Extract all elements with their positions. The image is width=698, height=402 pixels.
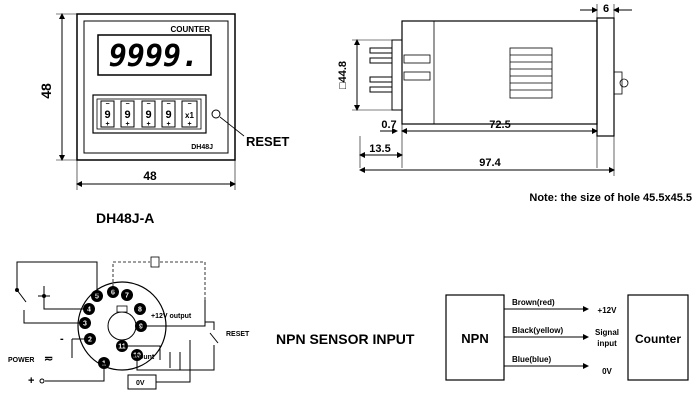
svg-text:−: − <box>187 101 191 108</box>
dim-135: 13.5 <box>369 143 390 155</box>
sig2-line1: Signal <box>595 328 619 337</box>
wire3-label: Blue(blue) <box>512 355 551 364</box>
svg-text:9: 9 <box>139 324 143 331</box>
power-wires <box>45 338 105 382</box>
display-value: 9999. <box>109 39 199 74</box>
sig3-label: 0V <box>602 367 612 376</box>
front-panel <box>83 20 229 154</box>
svg-text:+: + <box>146 121 150 128</box>
height-dim: 48 <box>38 83 54 99</box>
dim-974: 97.4 <box>479 157 501 169</box>
dim-07: 0.7 <box>381 119 396 131</box>
svg-text:9: 9 <box>124 109 130 121</box>
reset-wiring <box>122 300 219 390</box>
svg-text:9: 9 <box>145 109 151 121</box>
side-view: 6 □44.8 <box>337 3 692 204</box>
front-bezel <box>76 13 236 161</box>
npn-section: NPN SENSOR INPUT NPN Counter Brown(red) … <box>276 294 689 381</box>
lcd-display <box>97 34 212 76</box>
svg-text:−: − <box>166 101 170 108</box>
counter-box <box>627 294 689 381</box>
svg-text:−: − <box>146 101 150 108</box>
reset-button[interactable] <box>211 109 221 119</box>
thumbwheel-digits: − 9 + − 9 + − 9 + − 9 + <box>100 100 198 128</box>
thumbwheel-multiplier[interactable]: − x1 + <box>181 100 198 128</box>
brand-label: COUNTER <box>170 25 210 34</box>
svg-text:−: − <box>125 101 129 108</box>
sig1-label: +12V <box>598 306 618 315</box>
npn-title: NPN SENSOR INPUT <box>276 331 415 347</box>
dim-height: □44.8 <box>337 61 349 89</box>
hole-note: Note: the size of hole 45.5x45.5 <box>529 192 692 204</box>
thumbwheel-2[interactable]: − 9 + <box>120 100 135 128</box>
svg-text:11: 11 <box>118 344 126 351</box>
power-ac-symbol: ≂ <box>44 353 53 365</box>
svg-text:+: + <box>187 121 191 128</box>
count-label: Count <box>134 354 155 361</box>
thumbwheel-3[interactable]: − 9 + <box>141 100 156 128</box>
svg-text:8: 8 <box>138 307 142 314</box>
sig2-line2: input <box>597 339 617 348</box>
svg-text:+: + <box>125 121 129 128</box>
bezel-side <box>596 17 615 137</box>
octal-pins <box>369 47 393 93</box>
dim-725: 72.5 <box>489 119 510 131</box>
power-minus: - <box>60 333 64 345</box>
dashed-link <box>112 261 206 300</box>
mounting-clip <box>509 47 553 99</box>
output-12v-label: +12V output <box>151 313 192 320</box>
thumbwheel-1[interactable]: − 9 + <box>100 100 115 128</box>
svg-text:5: 5 <box>95 294 99 301</box>
counter-box-label: Counter <box>635 332 681 346</box>
power-label: POWER <box>8 357 34 364</box>
npn-box-label: NPN <box>461 331 488 346</box>
housing-side <box>401 20 598 125</box>
zero-v-label: 0V <box>136 380 145 387</box>
svg-text:2: 2 <box>88 337 92 344</box>
svg-text:9: 9 <box>104 109 110 121</box>
relay-contacts <box>15 261 98 324</box>
power-plus: + <box>28 375 34 387</box>
width-dim: 48 <box>143 169 157 183</box>
reset-terminal-label: RESET <box>226 331 250 338</box>
svg-text:+: + <box>166 121 170 128</box>
model-label: DH48J <box>191 144 213 151</box>
wire1-label: Brown(red) <box>512 298 555 307</box>
dim-top: 6 <box>603 3 609 15</box>
svg-text:7: 7 <box>125 293 129 300</box>
svg-text:4: 4 <box>87 307 91 314</box>
svg-text:6: 6 <box>111 290 115 297</box>
svg-text:9: 9 <box>165 109 171 121</box>
thumbwheel-4[interactable]: − 9 + <box>161 100 176 128</box>
reset-label: RESET <box>246 134 289 149</box>
model-caption: DH48J-A <box>96 210 154 226</box>
svg-text:3: 3 <box>83 321 87 328</box>
thumbwheel-panel <box>92 94 207 134</box>
svg-text:+: + <box>105 121 109 128</box>
wiring-diagram: 1 2 3 4 5 6 7 8 9 10 11 <box>8 256 250 390</box>
svg-text:−: − <box>105 101 109 108</box>
svg-text:x1: x1 <box>185 111 194 120</box>
front-view: COUNTER 9999. − 9 + − 9 + − 9 + <box>38 13 289 226</box>
wire2-label: Black(yellow) <box>512 326 563 335</box>
